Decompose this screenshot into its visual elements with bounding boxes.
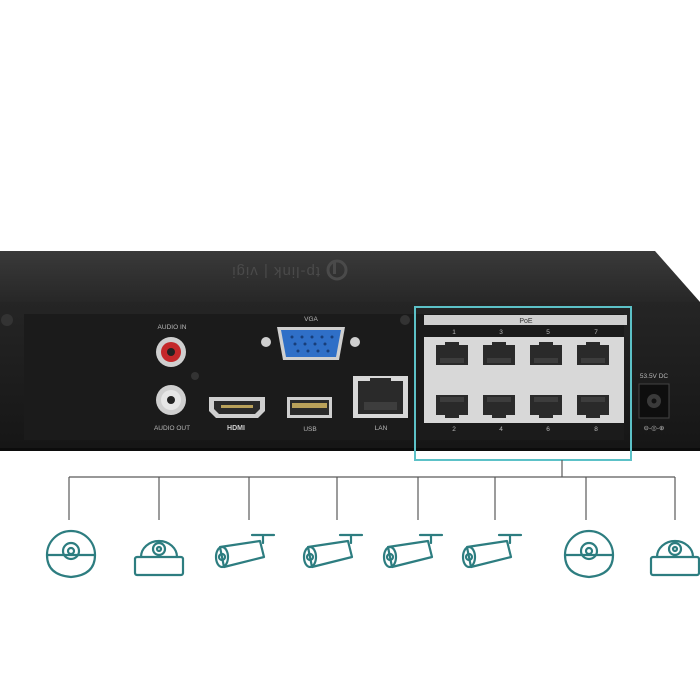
poe-port-label-2: 2 (452, 426, 456, 433)
lan-label: LAN (375, 425, 388, 432)
audio-out-label: AUDIO OUT (154, 425, 190, 432)
audio-in-label: AUDIO IN (158, 324, 187, 331)
svg-text:tp-link | vigi: tp-link | vigi (231, 263, 320, 280)
dome-camera-icon-1 (45, 529, 97, 579)
dc-power-jack (638, 383, 670, 419)
audio-out-port (156, 385, 186, 415)
tp-link-logo-icon (326, 259, 348, 281)
screw-center (400, 315, 410, 325)
bullet-camera-icon-2 (302, 533, 364, 569)
dc-label: 53.5V DC (640, 373, 668, 380)
poe-port-label-8: 8 (594, 426, 598, 433)
poe-port-label-1: 1 (452, 329, 456, 336)
poe-port-2 (433, 393, 471, 419)
vga-label: VGA (304, 316, 318, 323)
brand-logo: tp-link | vigi (231, 263, 320, 280)
bullet-camera-icon-3 (382, 533, 444, 569)
poe-port-3 (480, 341, 518, 367)
poe-port-7 (574, 341, 612, 367)
vga-port (261, 327, 360, 360)
hdmi-label: HDMI (227, 425, 245, 432)
poe-port-label-5: 5 (546, 329, 550, 336)
camera-row (45, 529, 700, 579)
poe-port-1 (433, 341, 471, 367)
poe-port-label-7: 7 (594, 329, 598, 336)
dome-camera-icon-2 (563, 529, 615, 579)
poe-highlight-frame (414, 306, 632, 461)
poe-port-block: PoE 1 3 5 7 2 4 6 8 (424, 315, 627, 433)
poe-port-label-6: 6 (546, 426, 550, 433)
usb-port (287, 397, 332, 418)
poe-port-label-4: 4 (499, 426, 503, 433)
chassis-top-panel (0, 251, 700, 302)
turret-camera-icon-1 (133, 539, 185, 577)
poe-port-4 (480, 393, 518, 419)
screw-left (1, 314, 13, 326)
usb-label: USB (303, 426, 316, 433)
poe-port-8 (574, 393, 612, 419)
poe-label: PoE (519, 318, 533, 325)
poe-header-bar (424, 315, 627, 325)
bullet-camera-icon-1 (214, 533, 276, 569)
dc-polarity-symbol: ⊖-◎-⊕ (644, 425, 665, 432)
hdmi-port (209, 397, 265, 418)
ground-screw (191, 372, 199, 380)
lan-port (353, 376, 408, 418)
poe-port-5 (527, 341, 565, 367)
poe-port-6 (527, 393, 565, 419)
bullet-camera-icon-4 (461, 533, 523, 569)
audio-in-port (156, 337, 186, 367)
connection-lines (68, 460, 676, 520)
poe-port-label-3: 3 (499, 329, 503, 336)
turret-camera-icon-2 (649, 539, 700, 577)
